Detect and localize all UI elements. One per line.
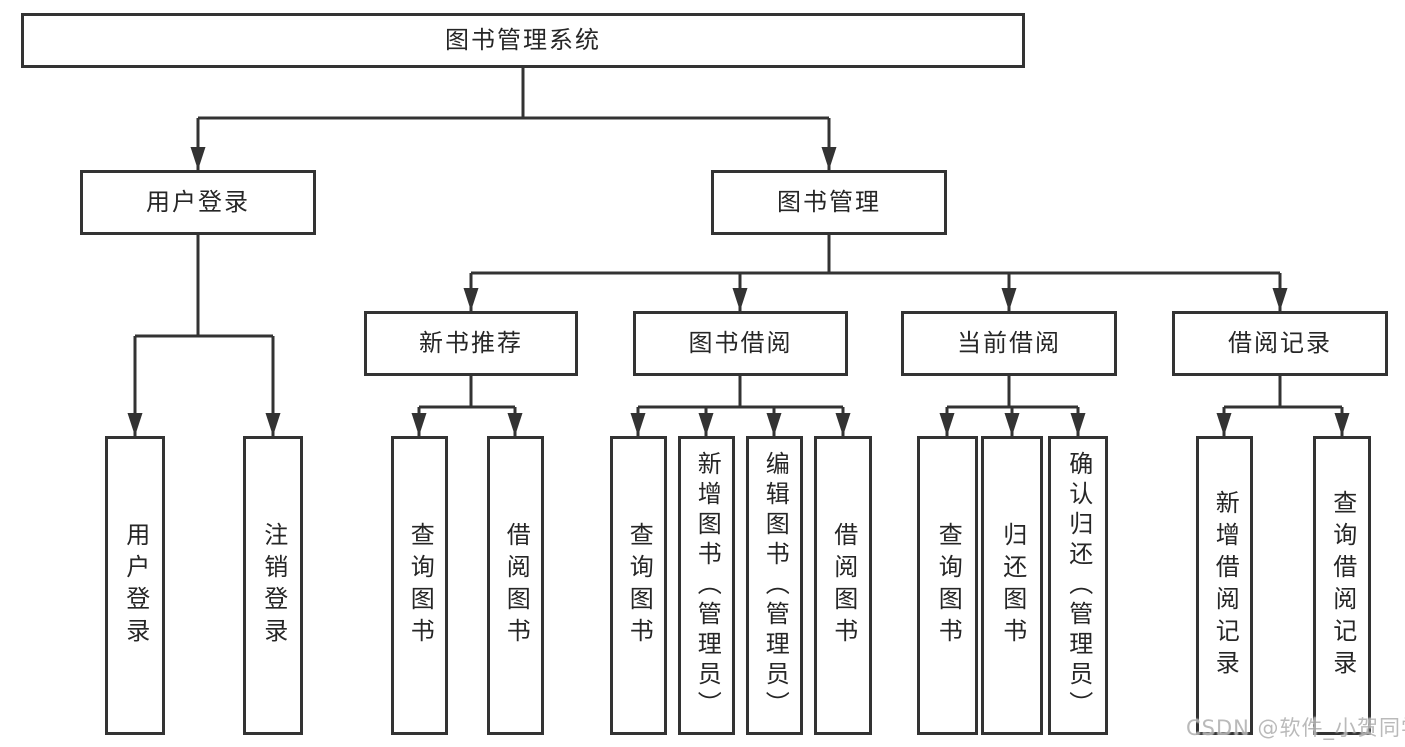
- node-user-login: 用户登录: [80, 170, 316, 235]
- leaf-query-borrow-record: 查询借阅记录: [1313, 436, 1371, 735]
- leaf-query-books-current: 查询图书: [917, 436, 978, 735]
- watermark: CSDN @软件_小贺同学: [1186, 716, 1405, 740]
- node-new-book-recommendation: 新书推荐: [364, 311, 578, 376]
- node-borrowing-records: 借阅记录: [1172, 311, 1388, 376]
- connector-borrowing-records-to-children: [1216, 376, 1350, 436]
- node-library-management-system: 图书管理系统: [21, 13, 1025, 68]
- connector-new-book-recommendation-to-children: [411, 376, 523, 436]
- connector-current-borrowing-to-children: [939, 376, 1086, 436]
- leaf-logout: 注销登录: [243, 436, 303, 735]
- leaf-query-books-borrowing: 查询图书: [610, 436, 667, 735]
- node-current-borrowing: 当前借阅: [901, 311, 1117, 376]
- leaf-borrow-books-borrowing: 借阅图书: [814, 436, 872, 735]
- leaf-add-books-admin: 新增图书（管理员）: [678, 436, 735, 735]
- leaf-query-books-recommend: 查询图书: [391, 436, 448, 735]
- node-book-management: 图书管理: [711, 170, 947, 235]
- connector-book-borrowing-to-children: [630, 376, 851, 436]
- node-book-borrowing: 图书借阅: [633, 311, 848, 376]
- connector-root-to-level2: [190, 68, 837, 170]
- leaf-return-books: 归还图书: [981, 436, 1043, 735]
- connector-book-management-to-level3: [463, 235, 1288, 311]
- leaf-user-login: 用户登录: [105, 436, 165, 735]
- leaf-borrow-books-recommend: 借阅图书: [487, 436, 544, 735]
- leaf-add-borrow-record: 新增借阅记录: [1196, 436, 1253, 735]
- leaf-confirm-return-admin: 确认归还（管理员）: [1048, 436, 1108, 735]
- leaf-edit-books-admin: 编辑图书（管理员）: [746, 436, 803, 735]
- connector-user-login-to-children: [127, 235, 281, 436]
